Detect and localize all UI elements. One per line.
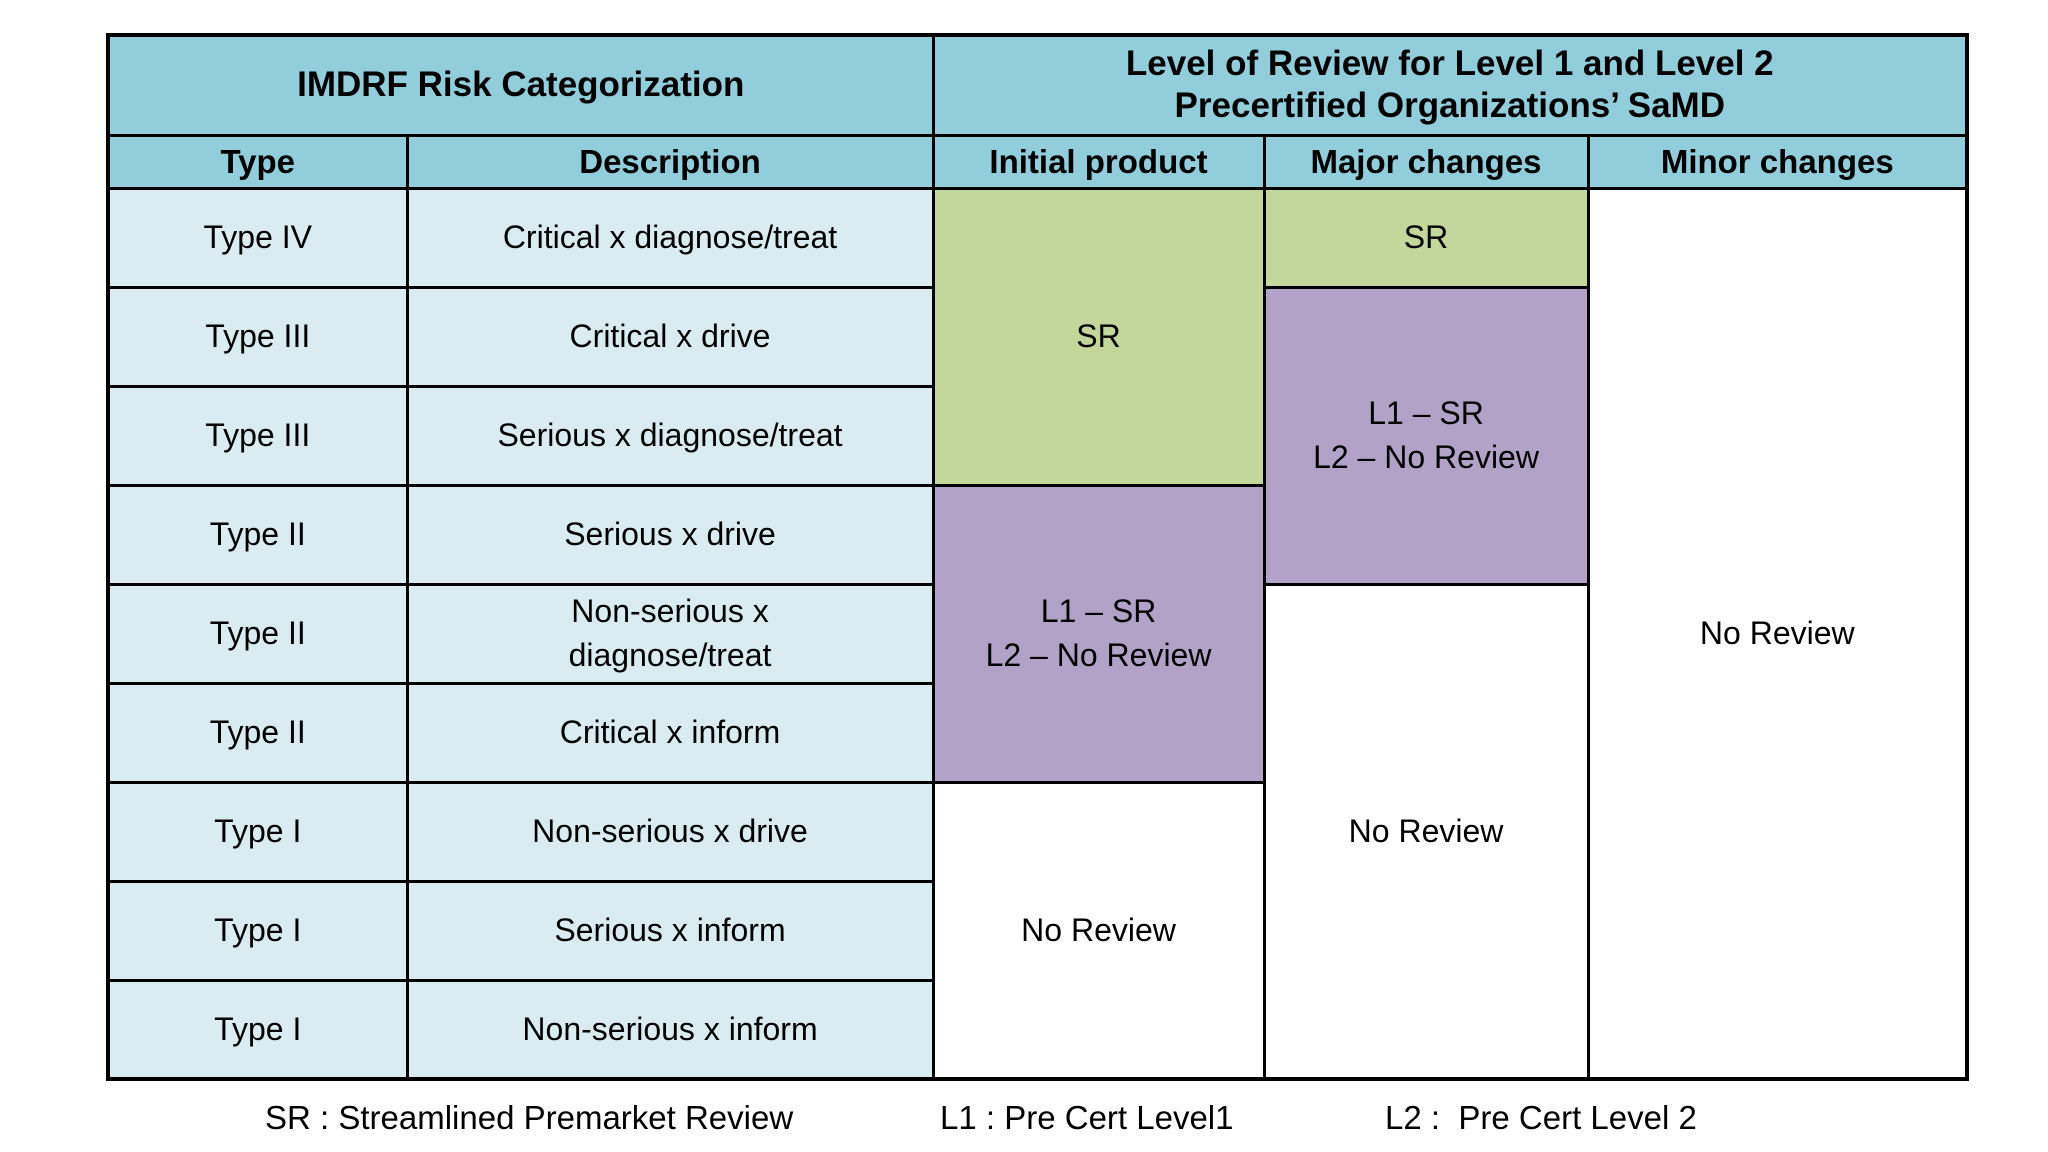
risk-type-cell: Type I bbox=[106, 780, 409, 883]
risk-type-cell: Type II bbox=[106, 483, 409, 586]
review-cell-major-changes-2: No Review bbox=[1262, 582, 1590, 1081]
imdrf-risk-categorization-header: IMDRF Risk Categorization bbox=[106, 33, 935, 137]
risk-description-cell: Serious x diagnose/treat bbox=[405, 384, 935, 487]
legend-sr: SR : Streamlined Premarket Review bbox=[265, 1099, 794, 1136]
risk-description-cell: Non-serious x diagnose/treat bbox=[405, 582, 935, 685]
risk-type-cell: Type III bbox=[106, 384, 409, 487]
risk-description-cell: Non-serious x inform bbox=[405, 978, 935, 1081]
risk-description-cell: Non-serious x drive bbox=[405, 780, 935, 883]
review-cell-initial-product-0: SR bbox=[931, 186, 1266, 487]
legend-l1: L1 : Pre Cert Level1 bbox=[940, 1099, 1234, 1136]
risk-type-cell: Type IV bbox=[106, 186, 409, 289]
column-header-initial-product: Initial product bbox=[931, 133, 1266, 190]
risk-type-cell: Type II bbox=[106, 681, 409, 784]
risk-type-cell: Type I bbox=[106, 978, 409, 1081]
risk-type-cell: Type III bbox=[106, 285, 409, 388]
review-cell-initial-product-2: No Review bbox=[931, 780, 1266, 1081]
risk-type-cell: Type II bbox=[106, 582, 409, 685]
legend-l2: L2 : Pre Cert Level 2 bbox=[1385, 1099, 1697, 1136]
review-cell-major-changes-0: SR bbox=[1262, 186, 1590, 289]
level-of-review-header: Level of Review for Level 1 and Level 2 … bbox=[931, 33, 1969, 137]
samd-review-table: IMDRF Risk Categorization Level of Revie… bbox=[106, 33, 1970, 1081]
column-header-description: Description bbox=[405, 133, 935, 190]
review-cell-initial-product-1: L1 – SR L2 – No Review bbox=[931, 483, 1266, 784]
risk-description-cell: Critical x drive bbox=[405, 285, 935, 388]
risk-description-cell: Serious x drive bbox=[405, 483, 935, 586]
risk-description-cell: Critical x inform bbox=[405, 681, 935, 784]
risk-description-cell: Serious x inform bbox=[405, 879, 935, 982]
review-cell-minor-changes-0: No Review bbox=[1586, 186, 1969, 1081]
risk-description-cell: Critical x diagnose/treat bbox=[405, 186, 935, 289]
column-header-type: Type bbox=[106, 133, 409, 190]
group-header-row: IMDRF Risk Categorization Level of Revie… bbox=[106, 33, 1969, 137]
risk-type-cell: Type I bbox=[106, 879, 409, 982]
review-cell-major-changes-1: L1 – SR L2 – No Review bbox=[1262, 285, 1590, 586]
legend: SR : Streamlined Premarket Review L1 : Pr… bbox=[0, 1098, 2048, 1144]
column-header-major-changes: Major changes bbox=[1262, 133, 1590, 190]
column-header-minor-changes: Minor changes bbox=[1586, 133, 1969, 190]
